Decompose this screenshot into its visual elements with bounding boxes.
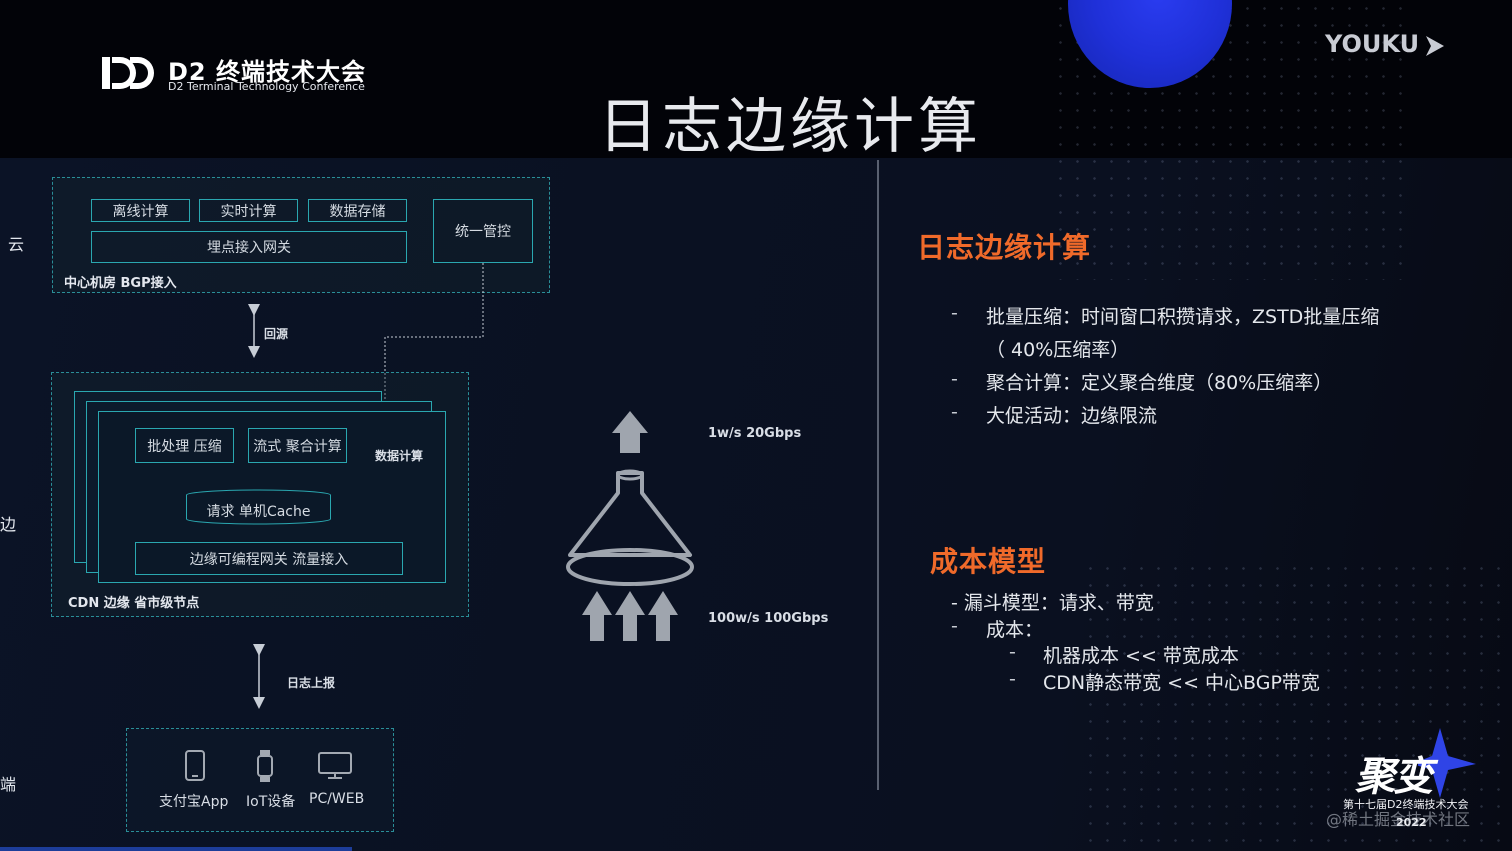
edge-gateway-box: 边缘可编程网关 流量接入	[135, 542, 403, 575]
youku-logo: YOUKU	[1325, 30, 1420, 58]
request-cache-label: 请求 单机Cache	[206, 504, 311, 520]
back-to-origin-label: 回源	[264, 327, 289, 341]
progress-line	[0, 847, 352, 851]
event-subtitle: 第十七届D2终端技术大会	[1343, 798, 1469, 811]
cloud-region	[52, 177, 550, 293]
d2-logo-icon	[102, 57, 154, 89]
data-compute-label: 数据计算	[375, 449, 424, 463]
layer-label-edge: 边	[0, 515, 17, 534]
play-icon	[1426, 36, 1444, 56]
star-icon	[1418, 728, 1476, 798]
data-storage-box: 数据存储	[308, 199, 407, 222]
funnel-icon	[566, 411, 694, 641]
tracking-gateway-box: 埋点接入网关	[91, 231, 407, 263]
vertical-divider	[877, 160, 879, 790]
watch-icon	[257, 750, 273, 782]
bullet-dash: -	[951, 615, 958, 637]
device-alipay-app: 支付宝App	[159, 794, 229, 810]
item-machine-cost: 机器成本 << 带宽成本	[1043, 645, 1239, 667]
layer-label-end: 端	[0, 775, 17, 794]
bullet-dash: -	[951, 302, 958, 324]
edge-caption: CDN 边缘 省市级节点	[68, 596, 200, 611]
watermark: @稀土掘金技术社区	[1326, 810, 1471, 829]
item-cost: 成本：	[986, 619, 1044, 641]
bullet-dash: -	[951, 368, 958, 390]
item-promo-limit: 大促活动：边缘限流	[986, 405, 1158, 427]
event-year: 2022	[1396, 816, 1427, 829]
item-compress-ratio: （ 40%压缩率）	[986, 339, 1130, 361]
bullet-dash: -	[1009, 641, 1016, 663]
offline-compute-box: 离线计算	[91, 199, 190, 222]
funnel-top-rate: 1w/s 20Gbps	[708, 426, 802, 441]
batch-compress-box: 批处理 压缩	[135, 428, 234, 463]
bullet-dash: -	[951, 401, 958, 423]
cache-cylinder-icon	[186, 489, 331, 525]
layer-label-cloud: 云	[8, 235, 25, 254]
funnel-bottom-rate: 100w/s 100Gbps	[708, 611, 829, 626]
item-funnel-model: - 漏斗模型：请求、带宽	[951, 592, 1154, 614]
event-logo: 聚变	[1355, 754, 1433, 800]
device-iot: IoT设备	[246, 794, 296, 810]
item-batch-compress: 批量压缩：时间窗口积攒请求，ZSTD批量压缩	[986, 306, 1380, 328]
dot-pattern-bottom	[1082, 560, 1512, 850]
section-title-log-edge: 日志边缘计算	[917, 231, 1092, 264]
section-title-cost-model: 成本模型	[930, 545, 1047, 578]
phone-icon	[185, 750, 205, 781]
bullet-dash: -	[1009, 668, 1016, 690]
log-report-label: 日志上报	[287, 676, 336, 690]
monitor-icon	[318, 752, 352, 779]
device-pc-web: PC/WEB	[309, 791, 365, 807]
stream-aggregate-box: 流式 聚合计算	[248, 428, 347, 463]
cloud-caption: 中心机房 BGP接入	[64, 276, 177, 291]
header-band	[0, 0, 1512, 158]
slide-title: 日志边缘计算	[598, 92, 982, 162]
logo-subtitle: D2 Terminal Technology Conference	[168, 80, 365, 93]
logo-title: D2 终端技术大会	[168, 58, 366, 86]
unified-control-box: 统一管控	[433, 199, 533, 263]
item-aggregate-compute: 聚合计算：定义聚合维度（80%压缩率）	[986, 372, 1333, 394]
item-cdn-bandwidth: CDN静态带宽 << 中心BGP带宽	[1043, 672, 1320, 694]
realtime-compute-box: 实时计算	[199, 199, 298, 222]
